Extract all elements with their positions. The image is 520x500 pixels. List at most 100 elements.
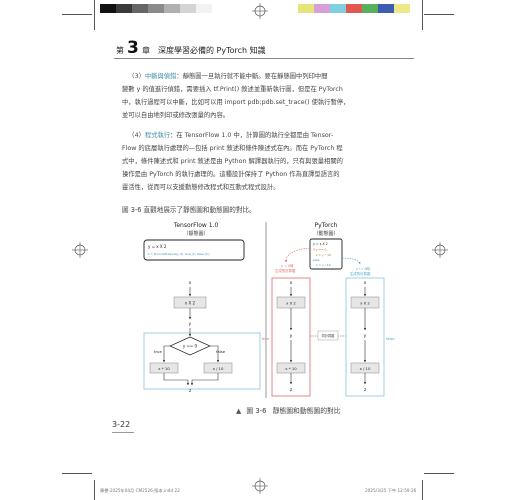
- pt-code-line-3: z = y * 10: [316, 253, 331, 257]
- text-line: 中，執行過程可以中斷，比如可以用 import pdb;pdb.set_trac…: [122, 99, 350, 106]
- tf-cond-node: [169, 336, 211, 356]
- tf-subtitle: （靜態圖）: [183, 230, 208, 237]
- pt-code-line-1: y = x X 2: [313, 242, 328, 246]
- pt-blue-connector: [341, 257, 361, 265]
- color-swatch: [132, 4, 148, 13]
- tf-graph-region: [143, 332, 261, 390]
- pt-red-times-label: x * 10: [285, 366, 297, 371]
- item-number: （3）: [128, 73, 145, 80]
- pt-code-line-4: else:: [313, 258, 320, 262]
- color-swatch-strip: [298, 4, 410, 13]
- chapter-suffix: 章: [142, 46, 150, 55]
- tf-node-z: z: [189, 389, 192, 394]
- caption-text: 靜態圖和動態圖的對比: [272, 407, 341, 415]
- pt-side-false: false: [386, 337, 395, 341]
- color-swatch: [148, 4, 164, 13]
- text-line: Flow 的底層執行處理的—包括 print 敘述和條件陳述式在內。而在 PyT…: [122, 145, 343, 152]
- caption-marker: ▲: [236, 407, 242, 415]
- pt-code-box: [309, 238, 343, 270]
- pt-blue-mul-label: x X 2: [360, 301, 370, 306]
- text-line: 操作是由 PyTorch 的執行處理的。這種設計保持了 Python 作為直譯型…: [122, 171, 340, 178]
- tf-times-label: x * 10: [158, 366, 170, 371]
- footer-right: 2025/3/25 下午 12:59:26: [365, 488, 417, 493]
- text-span: ：在 TensorFlow 1.0 中，計算圖的執行全都是由 Tensor-: [170, 132, 334, 139]
- color-swatch: [196, 4, 212, 13]
- tf-title: TensorFlow 1.0: [173, 222, 219, 229]
- crop-mark: [422, 0, 423, 30]
- tf-node-x: x: [189, 281, 192, 286]
- tf-code-line-2: z = tf.cond(tf.equal(y, 0), true_fn, fal…: [148, 252, 210, 256]
- crop-mark: [62, 473, 92, 474]
- registration-mark: [72, 242, 88, 258]
- pt-note-left-2: 生成的計算圖: [275, 268, 296, 273]
- pt-blue-node-y: y: [364, 334, 367, 339]
- crop-mark: [94, 480, 95, 500]
- page-number-rule: [112, 432, 134, 433]
- tf-node-y: y: [189, 322, 192, 327]
- pt-note-right-1: y != 0時: [356, 266, 371, 271]
- text-line: 式中，條件陳述式和 print 敘述是由 Python 解譯器執行的，只有與張量…: [122, 158, 343, 165]
- text-line: （4）程式執行：在 TensorFlow 1.0 中，計算圖的執行全都是由 Te…: [122, 129, 392, 142]
- term-highlight: 程式執行: [144, 132, 171, 139]
- chapter-prefix: 第: [116, 46, 124, 55]
- comparison-figure: TensorFlow 1.0 （靜態圖） y = x X 2 z = tf.co…: [143, 222, 395, 398]
- pt-code-line-5: z = y / 10: [316, 263, 331, 267]
- crop-mark: [424, 473, 454, 474]
- text-span: ：靜態圖一旦執行就不能中斷。要在靜態圖中列印中間: [176, 73, 328, 80]
- crop-mark: [424, 14, 454, 15]
- color-swatch: [180, 4, 196, 13]
- tf-code-line-1: y = x X 2: [148, 244, 167, 249]
- item-number: （4）: [128, 132, 145, 139]
- color-swatch: [164, 4, 180, 13]
- pt-red-connector: [284, 247, 311, 263]
- color-swatch: [116, 4, 132, 13]
- color-swatch: [330, 4, 346, 13]
- pt-red-node-x: x: [290, 281, 293, 286]
- text-line: 並可以自由地列印或修改張量的內容。: [122, 112, 230, 119]
- pt-title: PyTorch: [315, 222, 338, 229]
- paragraph-debugging: （3）中斷與偵錯：靜態圖一旦執行就不能中斷。要在靜態圖中列印中間 變數 y 的值…: [122, 70, 392, 122]
- tf-edge: [163, 373, 190, 386]
- pt-blue-node-x: x: [364, 281, 367, 286]
- pt-code-line-2: if y == 0:: [313, 248, 327, 252]
- pt-note-left-1: y = 0時: [281, 263, 294, 268]
- pt-note-right-2: 生成的計算圖: [350, 271, 371, 276]
- registration-mark: [252, 3, 268, 19]
- tf-false-label: false: [216, 349, 226, 354]
- footer-left: 陳譽-2025年04月 CM2526-版本.indd 22: [100, 488, 180, 493]
- tf-div-label: x / 10: [213, 366, 224, 371]
- grayscale-swatch-strip: [100, 4, 212, 13]
- tf-edge: [210, 345, 220, 363]
- pt-red-mul-label: x X 2: [286, 301, 296, 306]
- tf-mul-label: x X 2: [185, 301, 196, 306]
- registration-mark: [252, 478, 268, 494]
- figure-caption: ▲ 圖 3-6 靜態圖和動態圖的對比: [236, 405, 341, 415]
- text-line: 靈活性，從而可以支援動態修改程式和互動式程式設計。: [122, 184, 280, 191]
- tf-edge: [190, 373, 219, 386]
- tf-edge: [162, 345, 170, 363]
- color-swatch: [100, 4, 116, 13]
- chapter-title: 深度學習必備的 PyTorch 知識: [158, 46, 266, 55]
- crop-mark: [94, 0, 95, 30]
- chapter-number: 3: [127, 38, 139, 58]
- tf-code-box: [143, 239, 245, 261]
- pt-red-column: [271, 277, 311, 397]
- page-number: 3-22: [112, 420, 131, 429]
- pt-subtitle: （動態圖）: [313, 230, 338, 237]
- figure-lede: 圖 3-6 直觀地展示了靜態圖和動態圖的對比。: [122, 206, 256, 214]
- caption-label: 圖 3-6: [246, 407, 267, 415]
- pt-mid-tag: [317, 330, 339, 341]
- paragraph-execution: （4）程式執行：在 TensorFlow 1.0 中，計算圖的執行全都是由 Te…: [122, 129, 392, 194]
- text-line: （3）中斷與偵錯：靜態圖一旦執行就不能中斷。要在靜態圖中列印中間: [122, 70, 392, 83]
- registration-mark: [432, 242, 448, 258]
- pt-side-true: true: [262, 337, 270, 341]
- pt-blue-node-z: z: [364, 388, 367, 393]
- color-swatch: [378, 4, 394, 13]
- color-swatch: [362, 4, 378, 13]
- crop-mark: [62, 14, 92, 15]
- color-swatch: [346, 4, 362, 13]
- color-swatch: [298, 4, 314, 13]
- crop-mark: [422, 480, 423, 500]
- tf-cond-label: y == 0: [183, 344, 198, 349]
- pt-blue-column: [345, 277, 385, 397]
